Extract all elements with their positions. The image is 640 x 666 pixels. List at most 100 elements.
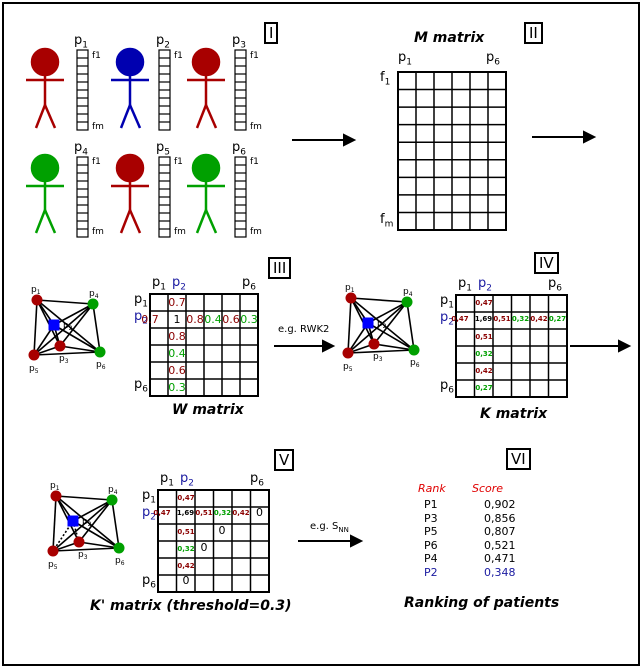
m-matrix-title: M matrix [414, 30, 485, 46]
kp-col-value: 0,47 [177, 494, 195, 502]
graph-node [28, 349, 40, 361]
ranking-row-score: 0,807 [484, 525, 516, 538]
graph-edge [347, 349, 415, 354]
k-row-label-p1: p1 [440, 293, 454, 311]
graph-edge [347, 297, 352, 354]
panel-iv-label: IV [534, 252, 559, 274]
stick-figure-3 [187, 47, 225, 129]
graph-edge [406, 301, 415, 351]
graph-node [342, 347, 354, 359]
graph-edge [111, 499, 120, 549]
feature-vector [234, 49, 247, 131]
graph-node-label: p3 [59, 354, 69, 365]
stick-figure-6 [187, 153, 225, 234]
ranking-row-patient: P1 [424, 498, 438, 511]
k-row-value: 0,51 [493, 315, 511, 323]
graph-edge [59, 303, 94, 347]
panel-ii-label: II [524, 22, 543, 44]
k-matrix-title: K matrix [480, 406, 548, 422]
graph-node-label: p5 [343, 362, 353, 373]
ranking-row-patient: P4 [424, 552, 438, 565]
vector-label-p5: p5 [156, 140, 170, 158]
k-row-value: 0,32 [511, 315, 530, 323]
graph-edge [92, 303, 101, 353]
ranking-row-score: 0,348 [484, 565, 516, 579]
w-matrix-title: W matrix [172, 402, 244, 418]
graph-node-label: p5 [48, 560, 58, 571]
panel-v-label: V [274, 449, 295, 471]
graph-node-label: p2 [63, 321, 73, 332]
graph-edge [52, 547, 120, 552]
k-col-label-p1: p1 [458, 276, 472, 294]
m-row-label-fm: fm [380, 212, 394, 230]
w-col-value: 0.3 [168, 381, 186, 394]
ranking-row-patient: P6 [424, 538, 438, 552]
feature-fm-label: fm [250, 122, 262, 132]
kp-row-value: 0,51 [195, 509, 213, 517]
k-col-value: 0,51 [475, 333, 493, 341]
graph-edge [373, 343, 415, 351]
graph-node-label: p5 [29, 364, 39, 375]
panel-vi-label: VI [506, 448, 531, 470]
feature-fm-label: fm [92, 227, 104, 237]
feature-f1-label: f1 [174, 51, 183, 61]
kp-zero-value: 0 [218, 524, 226, 537]
feature-vector [76, 156, 89, 238]
graph-edge [33, 303, 94, 356]
vector-label-p4: p4 [74, 140, 88, 158]
k-col-value: 0,42 [475, 367, 493, 375]
k-row-value: 0,47 [451, 315, 469, 323]
kp-col-label-p1: p1 [160, 471, 174, 489]
w-col-label-p1: p1 [152, 275, 166, 293]
arrow-label-rwk2: e.g. RWK2 [278, 324, 330, 335]
graph-edge [52, 495, 57, 552]
graph-node [94, 346, 106, 358]
kp-row-label-p1: p1 [142, 488, 156, 506]
graph-edge [33, 351, 101, 356]
graph-node-label: p3 [373, 352, 383, 363]
ranking-row-patient: P3 [424, 511, 438, 525]
ranking-row-score: 0,471 [484, 552, 516, 565]
kp-col-label-p6: p6 [250, 471, 264, 489]
graph-node-p2 [362, 317, 374, 329]
graph-node [113, 542, 125, 554]
w-row-label-p2: p2 [134, 309, 148, 327]
ranking-row-score: 0,902 [484, 498, 516, 511]
graph-node [50, 490, 62, 502]
graph-node-p2 [67, 515, 79, 527]
graph-edge [53, 324, 101, 353]
graph-node-label: p1 [31, 285, 41, 296]
k-col-value: 0,47 [475, 299, 493, 307]
graph-node [368, 338, 380, 350]
graph-node-label: p1 [345, 283, 355, 294]
vector-label-p3: p3 [232, 33, 246, 51]
kp-col-value: 0,51 [177, 528, 195, 536]
w-col-value: 0.8 [168, 330, 186, 343]
graph-node-label: p4 [108, 485, 118, 496]
graph-edge [72, 520, 120, 549]
w-row-value: 0.3 [240, 313, 258, 326]
k-row-value: 0,42 [530, 315, 548, 323]
feature-f1-label: f1 [250, 51, 259, 61]
w-row-value: 1 [173, 313, 181, 326]
graph-edge [36, 299, 94, 305]
w-col-value: 0.6 [168, 364, 186, 377]
w-row-value: 0.4 [204, 313, 222, 326]
k-row-label-p2: p2 [440, 310, 454, 328]
stick-figure-2 [111, 47, 149, 129]
feature-f1-label: f1 [250, 157, 259, 167]
graph-node [31, 294, 43, 306]
w-row-value: 0.7 [141, 313, 159, 326]
feature-f1-label: f1 [92, 157, 101, 167]
ranking-header-score: Score [472, 482, 504, 495]
graph-node [73, 536, 85, 548]
k-col-label-p2: p2 [478, 276, 492, 294]
w-col-label-p2: p2 [172, 275, 186, 293]
feature-f1-label: f1 [174, 157, 183, 167]
graph-edge [55, 495, 113, 501]
